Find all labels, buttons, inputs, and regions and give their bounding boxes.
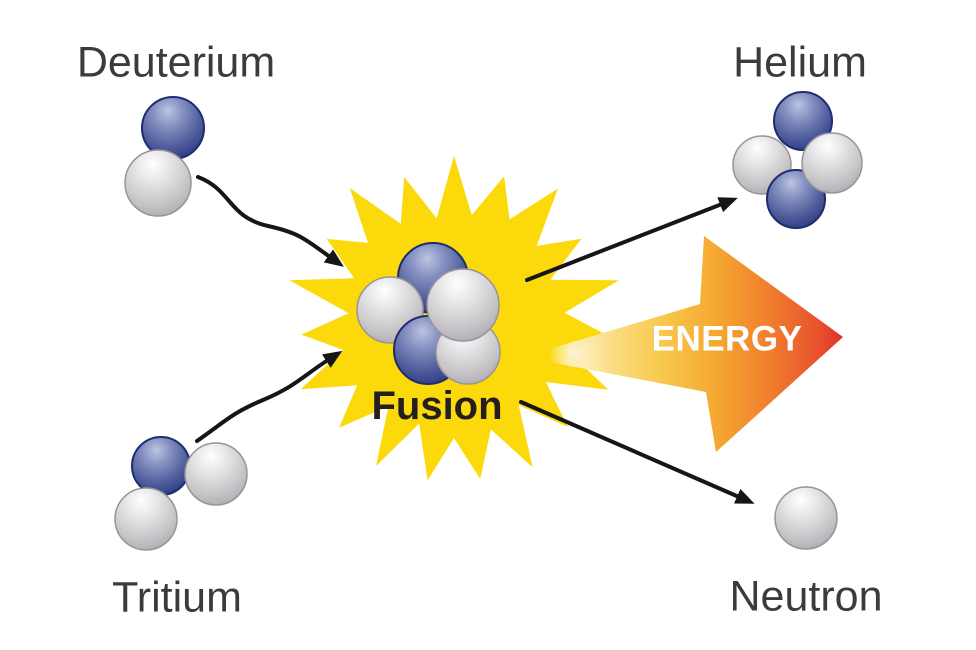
proton-sphere [773, 91, 833, 151]
fusion-to-helium-arrow [525, 197, 738, 282]
tritium-label: Tritium [112, 573, 242, 622]
energy-label: ENERGY [651, 319, 803, 359]
fusion-nucleus [356, 242, 501, 385]
tritium-atom [114, 436, 248, 551]
energy-arrow-icon [549, 236, 843, 452]
proton-sphere [141, 96, 205, 160]
neutron-sphere [801, 132, 863, 194]
neutron-sphere [184, 442, 248, 506]
helium-atom [732, 91, 863, 229]
neutron-sphere [426, 268, 500, 342]
neutron-sphere [124, 149, 192, 217]
helium-label: Helium [733, 38, 867, 87]
neutron-particle [774, 486, 838, 550]
neutron-sphere [774, 486, 838, 550]
neutron-sphere [114, 487, 178, 551]
deuterium-atom [124, 96, 205, 217]
deuterium-to-fusion-arrow [196, 175, 344, 267]
neutron-label: Neutron [729, 572, 883, 621]
fusion-label: Fusion [371, 384, 503, 428]
fusion-to-neutron-arrow [519, 400, 755, 504]
proton-sphere [131, 436, 191, 496]
tritium-to-fusion-arrow [195, 350, 343, 443]
deuterium-label: Deuterium [76, 38, 276, 87]
